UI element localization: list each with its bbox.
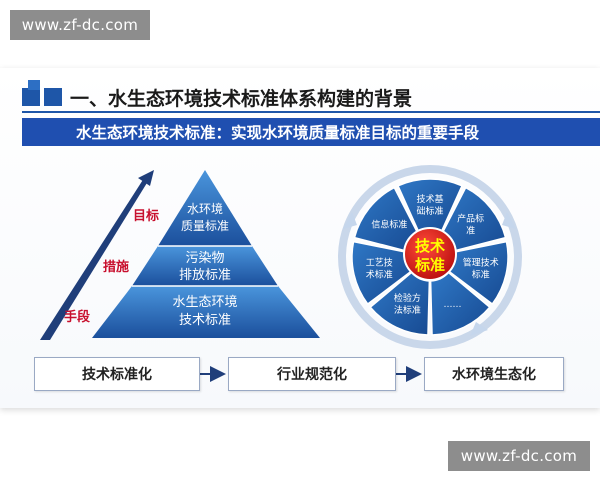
flow-step-3: 水环境生态化	[424, 357, 564, 391]
wheel-segment-2-line2: 准	[466, 226, 475, 237]
banner: 水生态环境技术标准：实现水环境质量标准目标的重要手段	[22, 118, 600, 146]
pyramid-tier-middle	[132, 246, 278, 286]
wheel-arrows	[343, 212, 516, 336]
watermark-bottom: www.zf-dc.com	[448, 441, 590, 471]
wheel-segment-7-line1: 信息标准	[371, 219, 407, 231]
wheel-segment-6-line1: 工艺技	[366, 257, 393, 269]
wheel-segment-3-line2: 标准	[472, 269, 490, 281]
tier-bottom-line2: 技术标准	[179, 313, 231, 328]
label-measures: 措施	[103, 259, 129, 275]
watermark-top: www.zf-dc.com	[10, 10, 150, 40]
label-means: 手段	[64, 309, 90, 325]
wheel-segment-5-line1: 检验方	[394, 292, 421, 304]
flow-step-2: 行业规范化	[228, 357, 396, 391]
pyramid-tier-top	[158, 170, 252, 246]
wheel-segment-1-line1: 技术基	[416, 193, 443, 205]
wheel-center-line2: 标准	[414, 256, 445, 274]
title-underline	[22, 111, 600, 113]
label-goal: 目标	[133, 208, 159, 224]
pyramid-tier-bottom	[92, 286, 320, 338]
wheel-outer-ring	[338, 165, 522, 349]
tier-middle-line1: 污染物	[185, 251, 224, 266]
wheel-center	[403, 227, 457, 281]
wheel-segment-6-line2: 术标准	[366, 269, 393, 281]
wheel-segment-2-line1: 产品标	[457, 213, 484, 225]
wheel-segment-5-line2: 法标准	[394, 304, 421, 316]
pyramid: 水环境 质量标准 污染物 排放标准 水生态环境 技术标准	[92, 170, 320, 338]
wheel-segment-4-line1: ……	[444, 300, 462, 310]
title-icon	[22, 80, 62, 106]
wheel-segment-1-line2: 础标准	[416, 205, 443, 217]
tier-top-line1: 水环境	[187, 201, 223, 216]
tier-top-line2: 质量标准	[181, 219, 229, 233]
tier-bottom-line1: 水生态环境	[172, 295, 237, 310]
pyramid-side-arrow	[40, 170, 154, 340]
flow-step-1: 技术标准化	[34, 357, 200, 391]
page-title: 一、水生态环境技术标准体系构建的背景	[70, 88, 413, 110]
banner-text: 水生态环境技术标准：实现水环境质量标准目标的重要手段	[76, 124, 480, 142]
wheel-segment-3-line1: 管理技术	[463, 257, 499, 269]
tier-middle-line2: 排放标准	[179, 268, 231, 283]
wheel-center-line1: 技术	[415, 237, 445, 255]
